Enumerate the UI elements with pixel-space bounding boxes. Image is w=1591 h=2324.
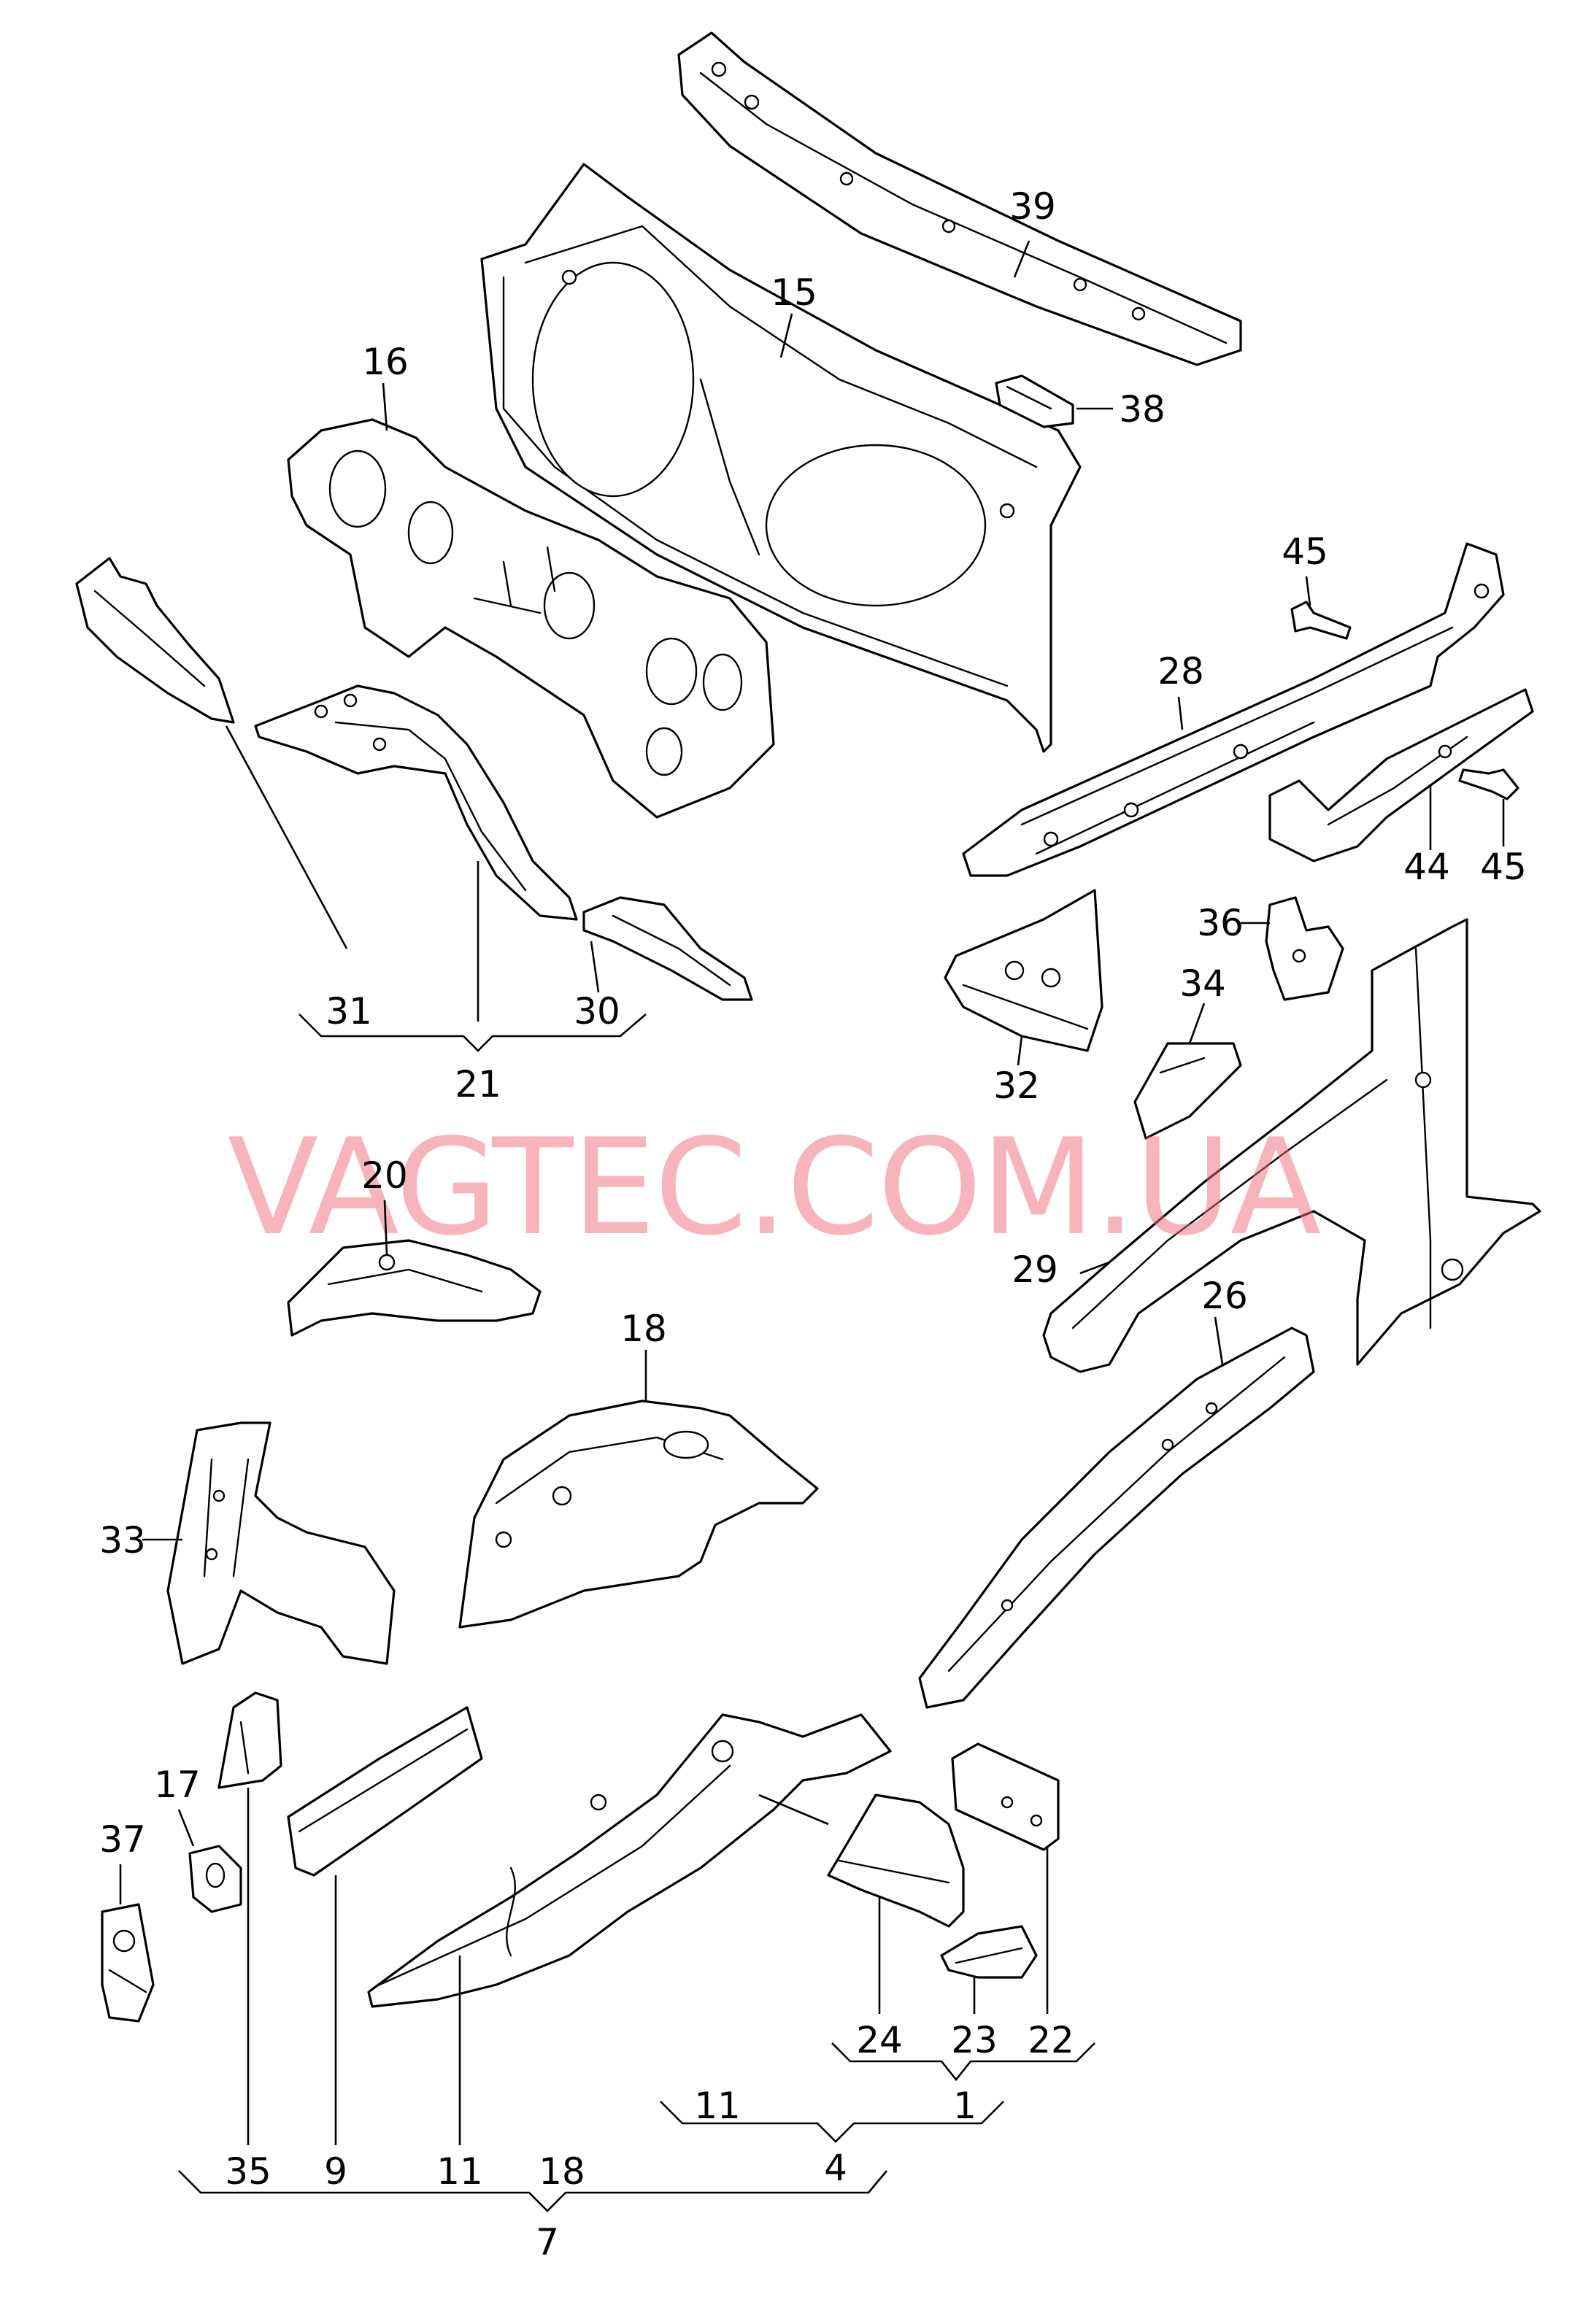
part-18-wheel-housing xyxy=(458,1400,819,1629)
callout-18-lower: 18 xyxy=(539,2150,585,2193)
part-32-bracket xyxy=(944,889,1103,1052)
callout-4: 4 xyxy=(824,2147,847,2189)
part-29-side-frame xyxy=(1042,918,1541,1373)
callout-45-lower: 45 xyxy=(1480,846,1527,888)
part-45-bolt-upper xyxy=(1290,601,1352,640)
callout-36: 36 xyxy=(1197,902,1244,944)
callout-45-upper: 45 xyxy=(1282,530,1328,573)
part-11-longitudinal xyxy=(367,1713,892,2008)
callout-18-upper: 18 xyxy=(620,1308,667,1350)
callout-39: 39 xyxy=(1009,185,1056,228)
part-21-member xyxy=(254,684,578,921)
part-33-pillar xyxy=(166,1421,396,1665)
callout-7: 7 xyxy=(536,2221,559,2263)
part-38-block xyxy=(995,374,1074,428)
callout-11: 11 xyxy=(436,2150,483,2193)
callout-38: 38 xyxy=(1119,388,1166,431)
callout-35: 35 xyxy=(225,2150,271,2193)
callout-9: 9 xyxy=(324,2150,347,2193)
part-15-bulkhead xyxy=(480,163,1082,753)
callout-15: 15 xyxy=(771,271,817,314)
callout-29: 29 xyxy=(1012,1248,1058,1291)
callout-44: 44 xyxy=(1403,846,1450,888)
callout-labels: 39 15 16 38 45 28 44 45 36 34 31 30 32 2… xyxy=(99,185,1527,2263)
leader-lines xyxy=(119,240,1505,2145)
part-30-bracket xyxy=(582,896,753,1001)
callout-34: 34 xyxy=(1179,962,1226,1005)
part-36-bracket xyxy=(1265,896,1344,1001)
part-31-bracket xyxy=(75,557,235,724)
part-44-bracket xyxy=(1268,688,1534,862)
callout-20: 20 xyxy=(361,1154,408,1197)
callout-1: 1 xyxy=(953,2085,976,2127)
group-brackets xyxy=(178,1014,1095,2212)
part-17-cushion xyxy=(188,1845,242,1913)
callout-32: 32 xyxy=(993,1065,1040,1107)
callout-11-group: 11 xyxy=(694,2085,741,2127)
part-16-insulation xyxy=(287,418,775,819)
part-26-long-member xyxy=(918,1327,1315,1709)
part-35-bracket xyxy=(217,1691,282,1789)
part-37-bracket xyxy=(101,1903,155,2023)
callout-26: 26 xyxy=(1201,1275,1248,1317)
watermark-text: VAGTEC.COM.UA xyxy=(228,1110,1320,1265)
part-23-bracket xyxy=(940,1925,1038,1979)
callout-33: 33 xyxy=(99,1519,146,1561)
callout-30: 30 xyxy=(574,990,620,1032)
callout-24: 24 xyxy=(856,2019,903,2061)
callout-21: 21 xyxy=(455,1063,501,1105)
part-9-sill xyxy=(287,1706,483,1877)
callout-37: 37 xyxy=(99,1818,146,1861)
part-24-member-end xyxy=(827,1794,965,1928)
callout-28: 28 xyxy=(1157,650,1204,692)
part-28-crossmember xyxy=(962,542,1505,877)
part-20-bracket xyxy=(287,1239,542,1337)
part-22-plate xyxy=(951,1742,1060,1851)
callout-22: 22 xyxy=(1028,2019,1074,2061)
callout-17: 17 xyxy=(154,1764,201,1806)
callout-23: 23 xyxy=(951,2019,998,2061)
part-45-bolt-lower xyxy=(1458,768,1519,800)
callout-31: 31 xyxy=(325,990,372,1032)
callout-16: 16 xyxy=(362,341,409,383)
part-34-bracket xyxy=(1133,1042,1242,1140)
part-39-plenum-cover xyxy=(677,31,1242,366)
